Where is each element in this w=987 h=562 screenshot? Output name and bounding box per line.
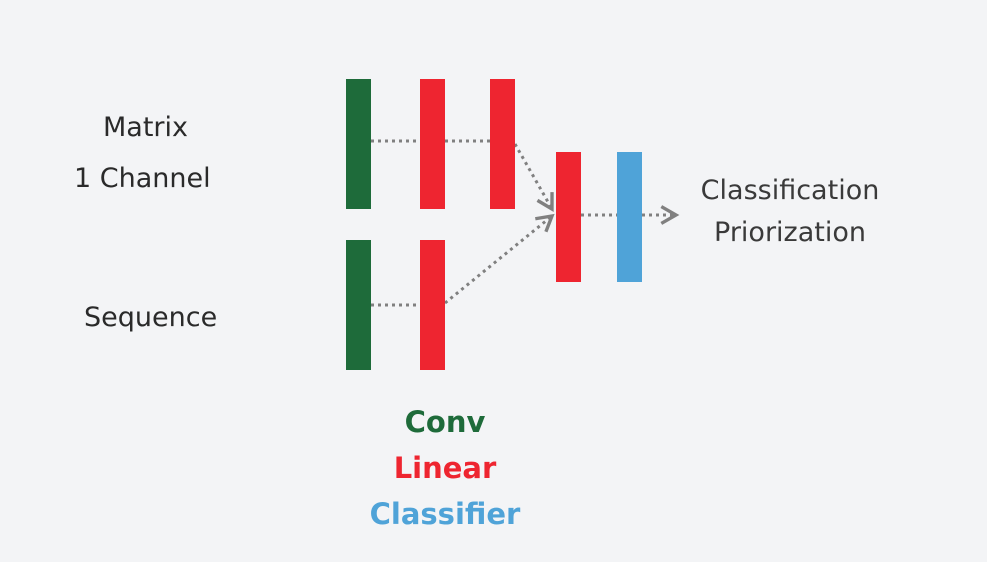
matrix-label: Matrix — [103, 112, 189, 143]
bottom-linear-block — [420, 240, 445, 370]
top-linear-block-2 — [490, 79, 515, 209]
bottom-conv-block — [346, 240, 371, 370]
connector-bottom-to-merge — [444, 213, 555, 305]
top-conv-block — [346, 79, 371, 209]
connector-top-to-merge — [513, 143, 554, 212]
channel-label: 1 Channel — [74, 163, 211, 194]
legend-classifier: Classifier — [369, 497, 521, 531]
merge-linear-block — [556, 152, 581, 282]
sequence-label: Sequence — [84, 302, 218, 333]
legend-conv: Conv — [404, 405, 486, 439]
top-linear-block-1 — [420, 79, 445, 209]
output-priorization-label: Priorization — [714, 217, 866, 248]
legend-linear: Linear — [393, 451, 497, 485]
output-classification-label: Classification — [700, 175, 880, 206]
classifier-block — [617, 152, 642, 282]
